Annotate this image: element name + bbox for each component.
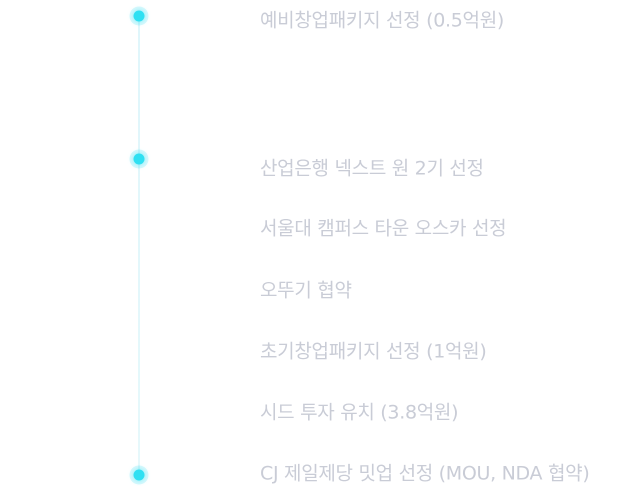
timeline-line [138,16,140,475]
milestone-label-5: 초기창업패키지 선정 (1억원) [260,340,487,363]
milestone-label-3: 서울대 캠퍼스 타운 오스카 선정 [260,217,507,240]
timeline-dot-1 [133,10,145,22]
timeline-dot-7 [133,469,145,481]
milestone-label-2: 산업은행 넥스트 원 2기 선정 [260,157,484,180]
milestone-label-7: CJ 제일제당 밋업 선정 (MOU, NDA 협약) [260,462,590,485]
milestone-label-1: 예비창업패키지 선정 (0.5억원) [260,9,505,32]
milestone-label-6: 시드 투자 유치 (3.8억원) [260,401,459,424]
milestone-label-4: 오뚜기 협약 [260,279,352,302]
timeline-dot-2 [133,153,145,165]
